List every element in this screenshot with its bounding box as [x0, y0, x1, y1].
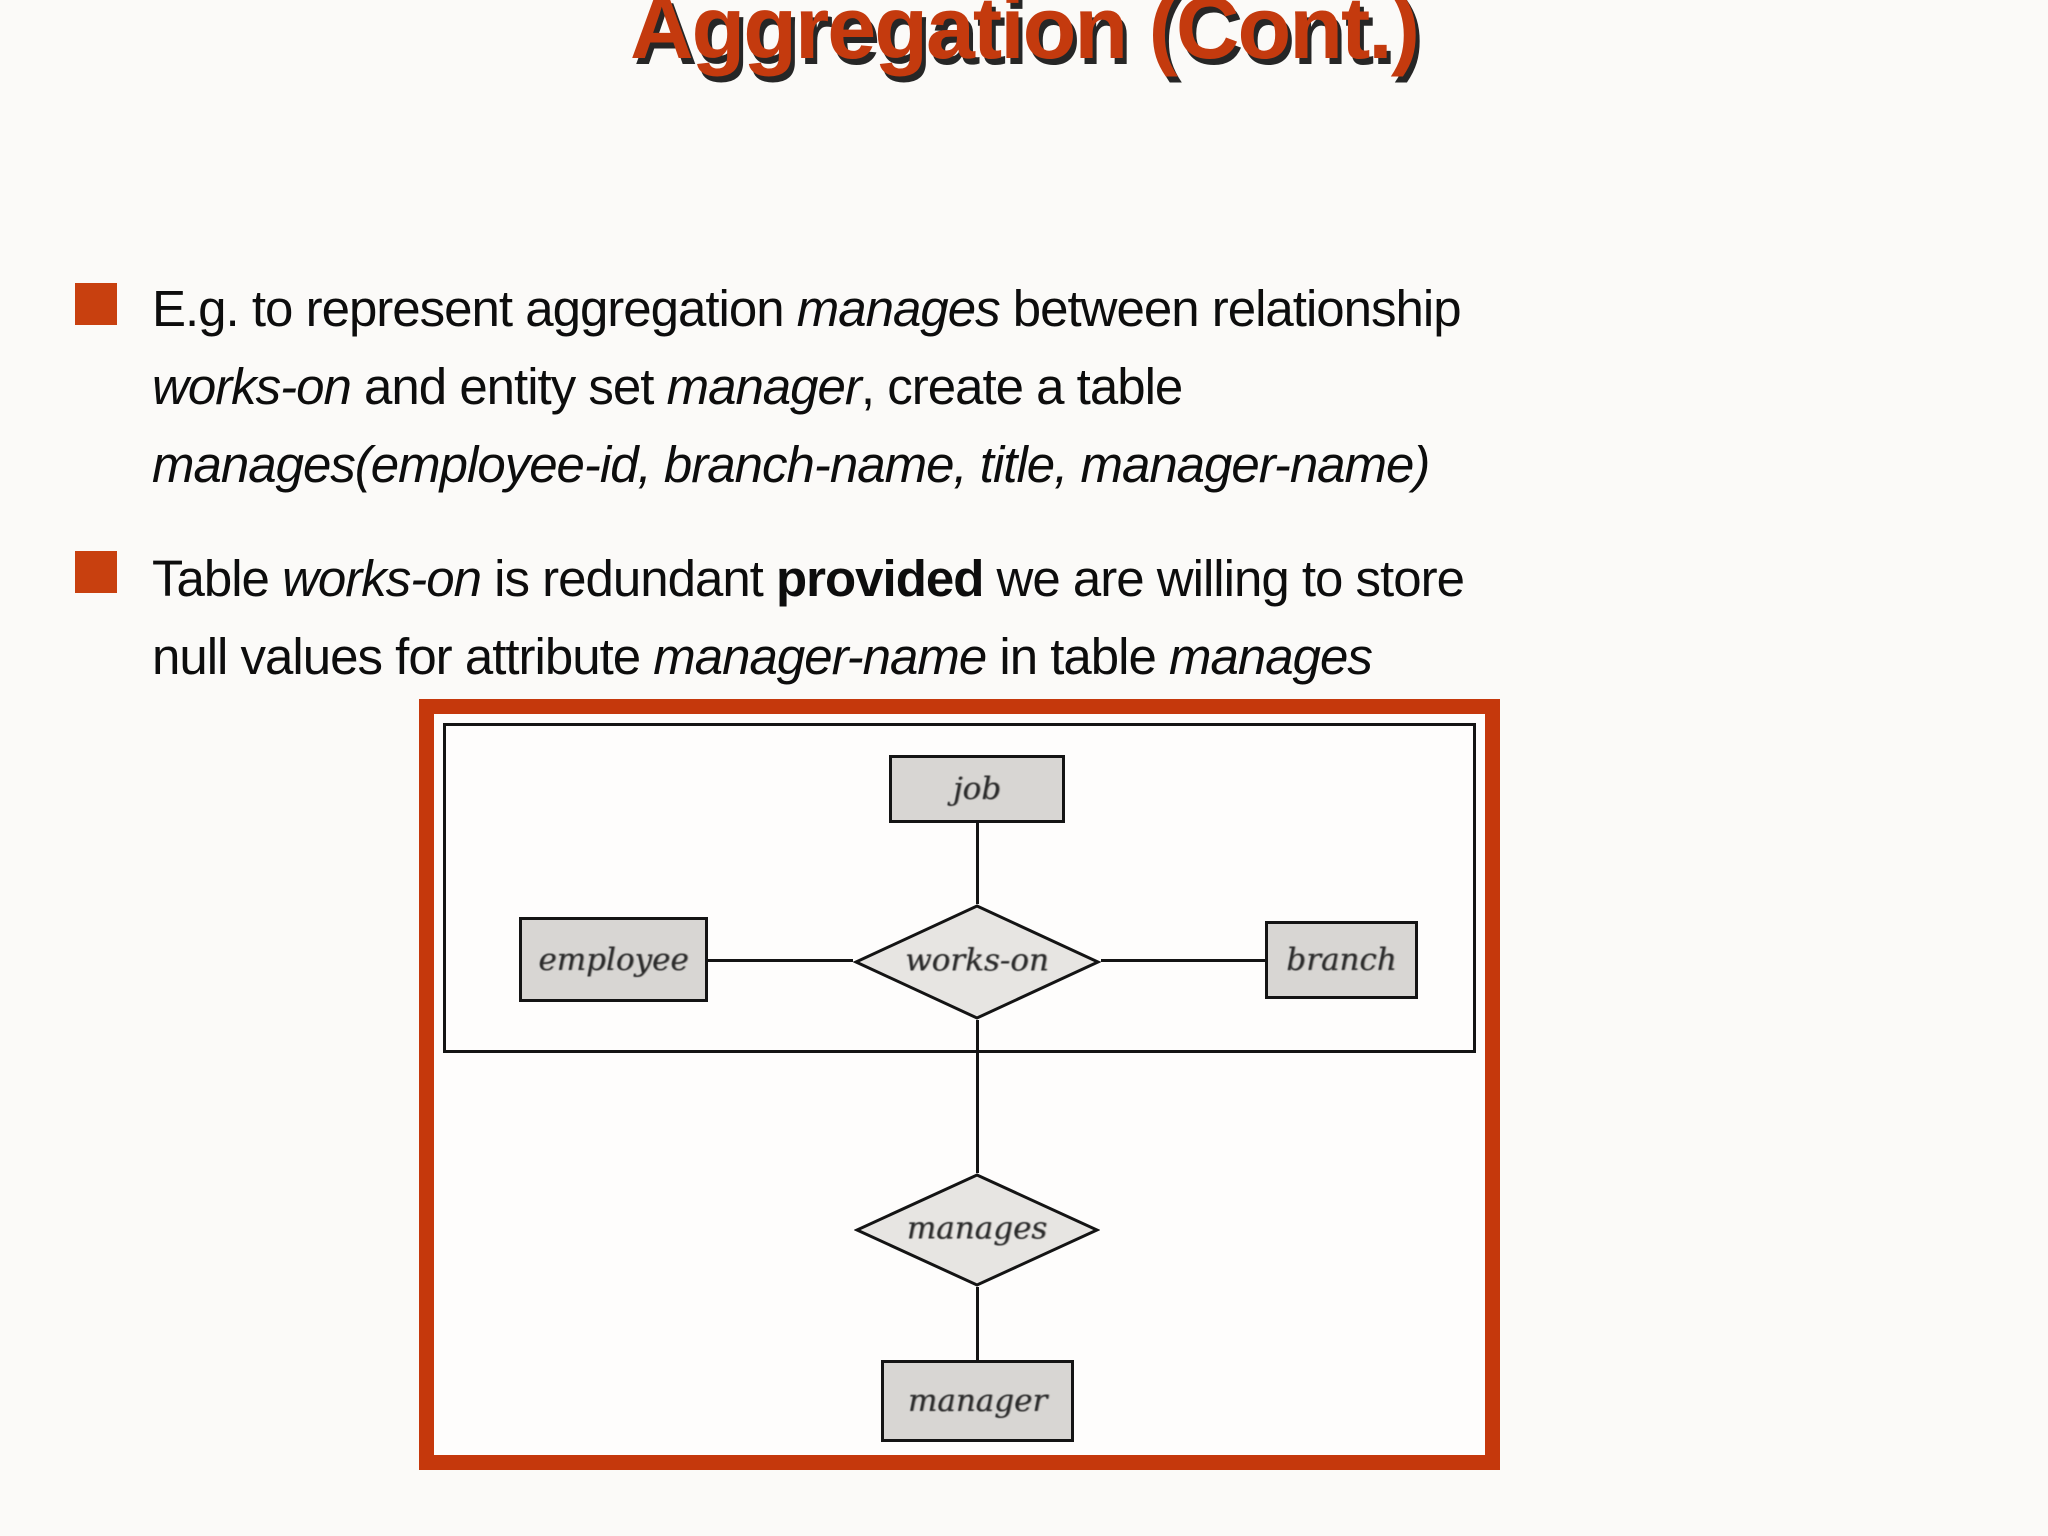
entity-job: job — [889, 755, 1065, 823]
bullet-square-icon — [75, 283, 117, 325]
entity-employee: employee — [519, 917, 708, 1002]
page-title: Aggregation (Cont.) — [629, 0, 1420, 77]
diamond-shape-icon — [854, 1173, 1100, 1287]
connector-job-works-on — [976, 823, 979, 904]
entity-manager: manager — [881, 1360, 1074, 1442]
relationship-label: works-on — [905, 942, 1049, 979]
entity-label: manager — [907, 1383, 1048, 1419]
connector-works-on-branch — [1101, 959, 1265, 962]
bullet-text-line: works-on and entity set manager, create … — [152, 358, 1183, 415]
entity-label: branch — [1286, 942, 1397, 978]
relationship-manages: manages — [854, 1173, 1100, 1287]
bullet-item: E.g. to represent aggregation manages be… — [152, 270, 1462, 504]
connector-manages-manager — [976, 1287, 979, 1360]
bullet-text-line: null values for attribute manager-name i… — [152, 628, 1373, 685]
entity-label: job — [952, 771, 1002, 807]
bullet-text-line: Table works-on is redundant provided we … — [152, 550, 1465, 607]
bullet-item: Table works-on is redundant provided we … — [152, 540, 1465, 696]
relationship-works-on: works-on — [853, 904, 1101, 1020]
bullet-text-line: manages(employee-id, branch-name, title,… — [152, 436, 1430, 493]
relationship-label: manages — [906, 1210, 1048, 1247]
bullet-text-line: E.g. to represent aggregation manages be… — [152, 280, 1462, 337]
entity-branch: branch — [1265, 921, 1418, 999]
entity-label: employee — [538, 941, 689, 978]
bullet-square-icon — [75, 551, 117, 593]
aggregation-box — [443, 723, 1476, 1053]
diamond-shape-icon — [853, 904, 1101, 1020]
connector-works-on-manages — [976, 1020, 979, 1173]
er-diagram-figure: job employee branch manager works-on man… — [419, 699, 1500, 1470]
connector-employee-works-on — [708, 959, 853, 962]
